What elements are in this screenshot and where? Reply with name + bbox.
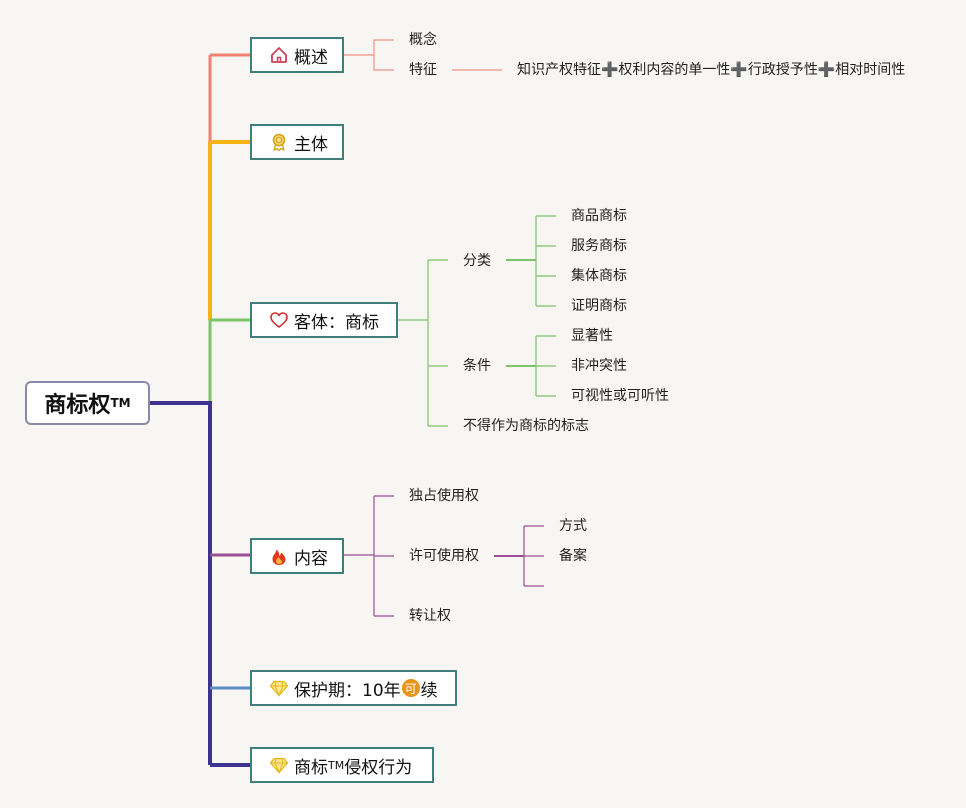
topic-infringement-suffix: 侵权行为 xyxy=(344,757,413,778)
trademark-symbol: TM xyxy=(110,396,131,410)
trademark-symbol: TM xyxy=(328,758,345,772)
diamond-icon xyxy=(268,677,290,699)
diamond-icon xyxy=(268,754,290,776)
root-label: 商标权 xyxy=(44,393,111,418)
topic-protection-suffix: 续 xyxy=(420,680,438,701)
leaf-classification[interactable]: 分类 xyxy=(463,253,491,269)
topic-protection[interactable]: 保护期：10年可续 xyxy=(250,670,457,706)
leaf-license-use[interactable]: 许可使用权 xyxy=(409,548,479,564)
leaf-distinctiveness[interactable]: 显著性 xyxy=(571,328,613,344)
leaf-feature[interactable]: 特征 xyxy=(409,62,437,78)
topic-protection-label: 保护期：10年 xyxy=(294,680,401,701)
topic-content-label: 内容 xyxy=(294,548,328,569)
leaf-certification-mark[interactable]: 证明商标 xyxy=(571,298,627,314)
leaf-non-conflict[interactable]: 非冲突性 xyxy=(571,358,627,374)
award-icon xyxy=(268,131,290,153)
fire-icon xyxy=(268,545,290,567)
topic-overview[interactable]: 概述 xyxy=(250,37,344,73)
leaf-license-filing[interactable]: 备案 xyxy=(559,548,587,564)
topic-overview-label: 概述 xyxy=(294,47,328,68)
leaf-perceptibility[interactable]: 可视性或可听性 xyxy=(571,388,669,404)
topic-subject-label: 主体 xyxy=(294,134,328,155)
heart-icon xyxy=(268,309,290,331)
home-icon xyxy=(268,44,290,66)
leaf-prohibited-signs[interactable]: 不得作为商标的标志 xyxy=(463,418,589,434)
leaf-feature-detail[interactable]: 知识产权特征➕权利内容的单一性➕行政授予性➕相对时间性 xyxy=(517,62,906,78)
topic-content[interactable]: 内容 xyxy=(250,538,344,574)
leaf-collective-mark[interactable]: 集体商标 xyxy=(571,268,627,284)
topic-infringement-prefix: 商标 xyxy=(294,757,328,778)
renewable-badge: 可 xyxy=(401,679,420,697)
topic-object[interactable]: 客体：商标 xyxy=(250,302,398,338)
leaf-concept[interactable]: 概念 xyxy=(409,32,437,48)
leaf-goods-mark[interactable]: 商品商标 xyxy=(571,208,627,224)
leaf-transfer[interactable]: 转让权 xyxy=(409,608,451,624)
topic-subject[interactable]: 主体 xyxy=(250,124,344,160)
leaf-exclusive-use[interactable]: 独占使用权 xyxy=(409,488,479,504)
leaf-license-method[interactable]: 方式 xyxy=(559,518,587,534)
leaf-service-mark[interactable]: 服务商标 xyxy=(571,238,627,254)
topic-object-label: 客体：商标 xyxy=(294,312,379,333)
leaf-conditions[interactable]: 条件 xyxy=(463,358,491,374)
